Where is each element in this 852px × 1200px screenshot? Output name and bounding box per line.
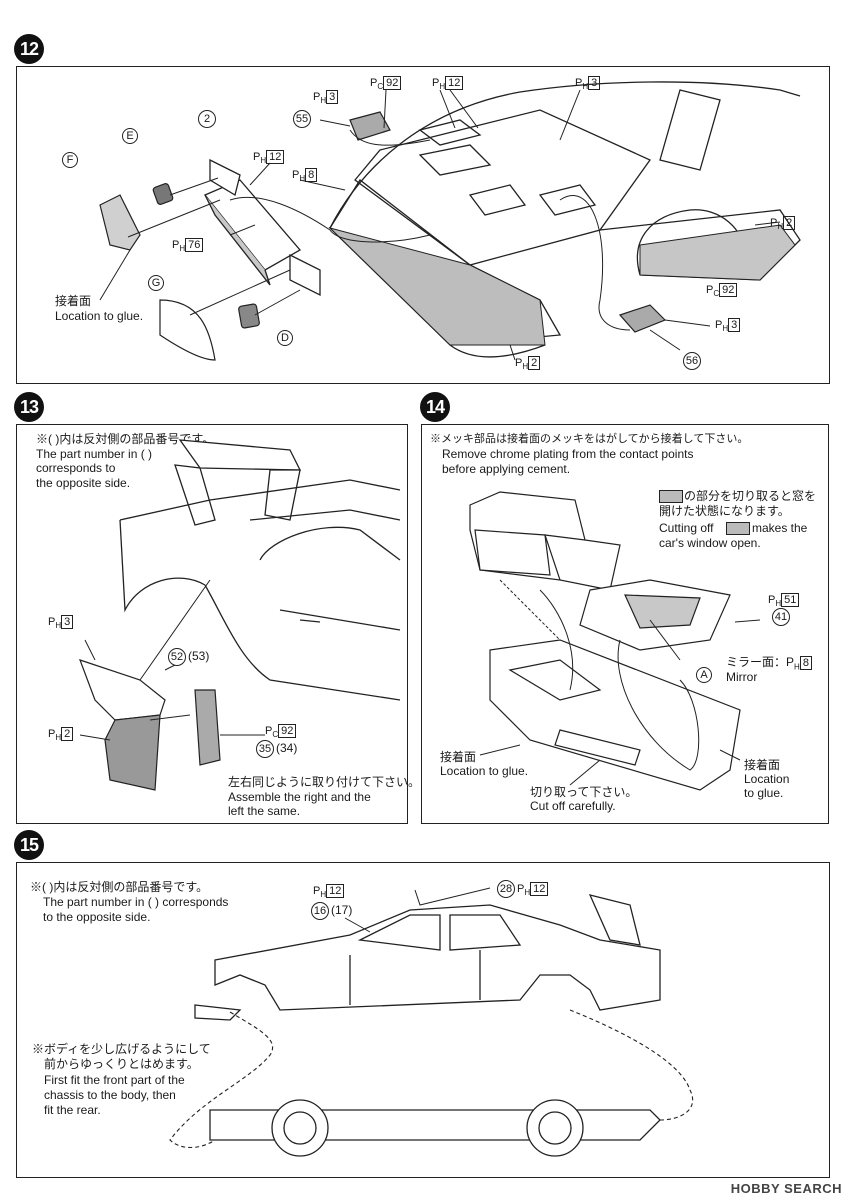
hobby-search-watermark: HOBBY SEARCH <box>730 1181 842 1196</box>
step15-note-en-1: The part number in ( ) corresponds <box>43 895 229 909</box>
step-13-number: 13 <box>19 396 39 417</box>
step13-same-en-2: left the same. <box>228 804 301 818</box>
step14-glue-right-en-1: Location <box>744 772 790 786</box>
step-14-number: 14 <box>425 396 445 417</box>
step14-cut-en-3: car's window open. <box>659 536 761 550</box>
step15-fit-en-1: First fit the front part of the <box>44 1073 185 1087</box>
car-deck-line <box>119 479 401 521</box>
step13-note-en-1: The part number in ( ) <box>36 447 153 461</box>
part-41-callout: 41 <box>772 608 790 626</box>
letter-g-callout: G <box>148 275 164 291</box>
step14-cutoff-jp: 切り取って下さい。 <box>530 785 638 799</box>
step-13-badge: 13 <box>14 392 44 422</box>
step-14-badge: 14 <box>420 392 450 422</box>
step15-fit-en-2: chassis to the body, then <box>44 1088 176 1102</box>
cut-area-swatch-1 <box>659 490 683 503</box>
step14-cut-en-1: Cutting off <box>659 521 714 535</box>
step14-note-en-2: before applying cement. <box>442 462 571 476</box>
car-body-side <box>214 904 661 1011</box>
step12-glue-en: Location to glue. <box>55 309 144 323</box>
step15-note-en-2: to the opposite side. <box>43 910 151 924</box>
car-roof-line <box>329 81 801 229</box>
letter-f-callout: F <box>62 152 78 168</box>
part-34-paren: (34) <box>276 741 298 755</box>
part-16-callout: 16 <box>311 902 329 920</box>
step15-fit-jp-2: 前からゆっくりとはめます。 <box>44 1057 199 1071</box>
step14-glue-right-jp: 接着面 <box>744 758 781 772</box>
step14-glue-left-en: Location to glue. <box>440 764 529 778</box>
step14-cut-jp-2: 開けた状態になります。 <box>659 504 790 518</box>
step14-mirror-en: Mirror <box>726 670 758 684</box>
step14-glue-right-en-2: to glue. <box>744 786 784 800</box>
step13-same-jp: 左右同じように取り付けて下さい。 <box>228 775 421 789</box>
step-15-number: 15 <box>19 834 39 855</box>
step-15-badge: 15 <box>14 830 44 860</box>
step-12-badge: 12 <box>14 34 44 64</box>
step14-cutoff-en: Cut off carefully. <box>530 799 616 813</box>
letter-a-callout: A <box>696 667 712 683</box>
part-53-paren: (53) <box>188 649 210 663</box>
part-35-callout: 35 <box>256 740 274 758</box>
step14-glue-left-jp: 接着面 <box>440 750 477 764</box>
step-12-number: 12 <box>19 38 39 59</box>
step13-note-jp: ※( )内は反対側の部品番号です。 <box>36 432 215 446</box>
step15-note-jp: ※( )内は反対側の部品番号です。 <box>30 880 209 894</box>
step15-fit-jp-1: ※ボディを少し広げるようにして <box>32 1042 211 1056</box>
part-55-callout: 55 <box>293 110 311 128</box>
step14-cut-en-2: makes the <box>752 521 808 535</box>
part-56-callout: 56 <box>683 352 701 370</box>
part-52-callout: 52 <box>168 648 186 666</box>
step14-cut-jp-1: の部分を切り取ると窓を <box>684 489 817 503</box>
step15-fit-en-3: fit the rear. <box>44 1103 101 1117</box>
letter-e-callout: E <box>122 128 138 144</box>
step14-note-jp: ※メッキ部品は接着面のメッキをはがしてから接着して下さい。 <box>430 433 749 445</box>
letter-d-callout: D <box>277 330 293 346</box>
step13-same-en-1: Assemble the right and the <box>228 790 371 804</box>
step13-note-en-2: corresponds to <box>36 461 116 475</box>
part-17-paren: (17) <box>331 903 353 917</box>
step13-note-en-3: the opposite side. <box>36 476 131 490</box>
part-28-callout: 28 <box>497 880 515 898</box>
step-12-panel <box>16 66 830 384</box>
cut-area-swatch-2 <box>726 522 750 535</box>
step12-glue-jp: 接着面 <box>55 294 92 308</box>
part-2-callout: 2 <box>198 110 216 128</box>
step14-note-en-1: Remove chrome plating from the contact p… <box>442 447 694 461</box>
